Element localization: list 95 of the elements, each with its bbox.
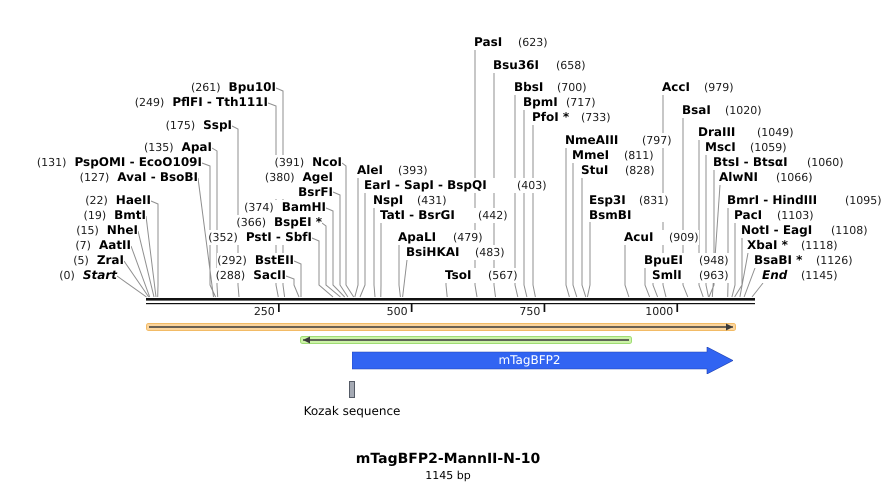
enzyme-label: (249) PflFI - Tth111I (134, 95, 268, 110)
leader-line (582, 178, 586, 298)
enzyme-label: Bsu36I (658) (493, 58, 586, 73)
enzyme-label: Esp3I (831) BsmBI (589, 193, 669, 222)
enzyme-label: PacI (1103) (734, 208, 814, 223)
enzyme-label: BsiHKAI (483) (406, 245, 505, 260)
leader-line (744, 268, 756, 298)
leader-line (734, 238, 742, 298)
leader-line (360, 192, 366, 298)
leader-line (624, 244, 630, 298)
leader-line (652, 282, 658, 298)
enzyme-label: (131) PspOMI - EcoO109I (36, 155, 202, 170)
leader-line (572, 162, 578, 298)
enzyme-label: BsaI (1020) (682, 103, 762, 118)
enzyme-label: (127) AvaI - BsoBI (80, 170, 198, 185)
enzyme-label: BpmI (717) (523, 95, 596, 110)
leader-line (644, 268, 650, 298)
leader-line (524, 110, 528, 298)
sequence-end-label: (0) Start (59, 268, 117, 283)
enzyme-label: (292) BstEII (217, 253, 294, 268)
enzyme-label: (15) NheI (76, 223, 138, 238)
sequence-feature: mTagBFP2 (352, 347, 733, 374)
enzyme-label: BsaBI * (1126) (754, 253, 853, 268)
enzyme-label: (261) Bpu10I (190, 80, 276, 95)
enzyme-label: (19) BmtI (84, 208, 146, 223)
sequence-length: 1145 bp (425, 469, 471, 482)
enzyme-label: (5) ZraI (73, 253, 124, 268)
enzyme-label: AcuI (909) (624, 230, 699, 245)
enzyme-label: ApaLI (479) (398, 230, 483, 245)
enzyme-label: EarI - SapI - BspQI (403) (364, 178, 547, 193)
leader-line (150, 200, 158, 298)
enzyme-label: AccI (979) (662, 80, 734, 95)
leader-line (342, 162, 354, 298)
enzyme-label: MmeI (811) (572, 148, 654, 163)
leader-line (312, 238, 334, 298)
enzyme-label: (380) AgeI BsrFI (264, 170, 333, 199)
leader-line (739, 252, 748, 298)
leader-line (198, 178, 214, 298)
sequence-end-label: End (1145) (762, 268, 838, 283)
enzyme-label: NotI - EagI (1108) (741, 223, 868, 238)
leader-line (586, 222, 590, 298)
leader-line (380, 222, 382, 298)
enzyme-label: (374) BamHI (244, 200, 326, 215)
leader-line (130, 246, 150, 298)
enzyme-label: (135) ApaI (144, 140, 212, 155)
leader-line (294, 260, 302, 298)
feature-label: Kozak sequence (304, 404, 400, 418)
enzyme-label: (175) SspI (166, 118, 232, 133)
leader-line (446, 282, 448, 298)
enzyme-label: StuI (828) (581, 163, 655, 178)
enzyme-label: NmeAIII (797) (565, 133, 672, 148)
map-title: mTagBFP2-MannII-N-10 (356, 451, 540, 468)
enzyme-label: PasI (623) (474, 35, 548, 50)
leader-line (124, 260, 150, 298)
leader-line (146, 216, 156, 298)
enzyme-label: TsoI (567) (445, 268, 518, 283)
sequence-feature (300, 335, 632, 345)
enzyme-label: BtsI - BtsαI (1060) (713, 155, 844, 170)
enzyme-label: AleI (393) (357, 163, 428, 178)
leader-line (566, 148, 570, 298)
enzyme-label: PfoI * (733) (532, 110, 611, 125)
leader-line (322, 222, 341, 298)
enzyme-label: TatI - BsrGI (442) (380, 208, 508, 223)
leader-line (116, 276, 147, 298)
leader-line (402, 260, 408, 298)
enzyme-label: DraIII (1049) (698, 125, 794, 140)
leader-line (286, 276, 300, 298)
enzyme-label: SmlI (963) (652, 268, 729, 283)
leader-line (354, 178, 358, 298)
leader-line (326, 208, 346, 298)
enzyme-label: (22) HaeII (85, 193, 151, 208)
sequence-feature (146, 322, 736, 332)
leader-line (138, 230, 154, 298)
enzyme-label: (288) SacII (216, 268, 286, 283)
enzyme-label: (366) BspEI * (236, 215, 322, 230)
leader-line (752, 282, 764, 298)
enzyme-label: AlwNI (1066) (719, 170, 813, 185)
enzyme-label: (7) AatII (75, 238, 131, 253)
leader-line (332, 192, 348, 298)
feature-marker (349, 381, 355, 398)
leader-line (731, 222, 736, 298)
leader-line (712, 184, 720, 298)
leader-line (202, 162, 216, 298)
leader-line (532, 124, 536, 298)
enzyme-label: BpuEI (948) (644, 253, 729, 268)
enzyme-label: BmrI - HindIII (1095) (727, 193, 882, 208)
enzyme-label: MscI (1059) (705, 140, 787, 155)
leader-line (398, 244, 401, 298)
sequence-backbone (146, 297, 755, 314)
enzyme-label: NspI (431) (373, 193, 447, 208)
enzyme-label: (352) PstI - SbfI (208, 230, 312, 245)
enzyme-label: (391) NcoI (274, 155, 342, 170)
leader-line (374, 208, 376, 298)
enzyme-label: BbsI (700) (514, 80, 587, 95)
enzyme-label: XbaI * (1118) (747, 238, 838, 253)
